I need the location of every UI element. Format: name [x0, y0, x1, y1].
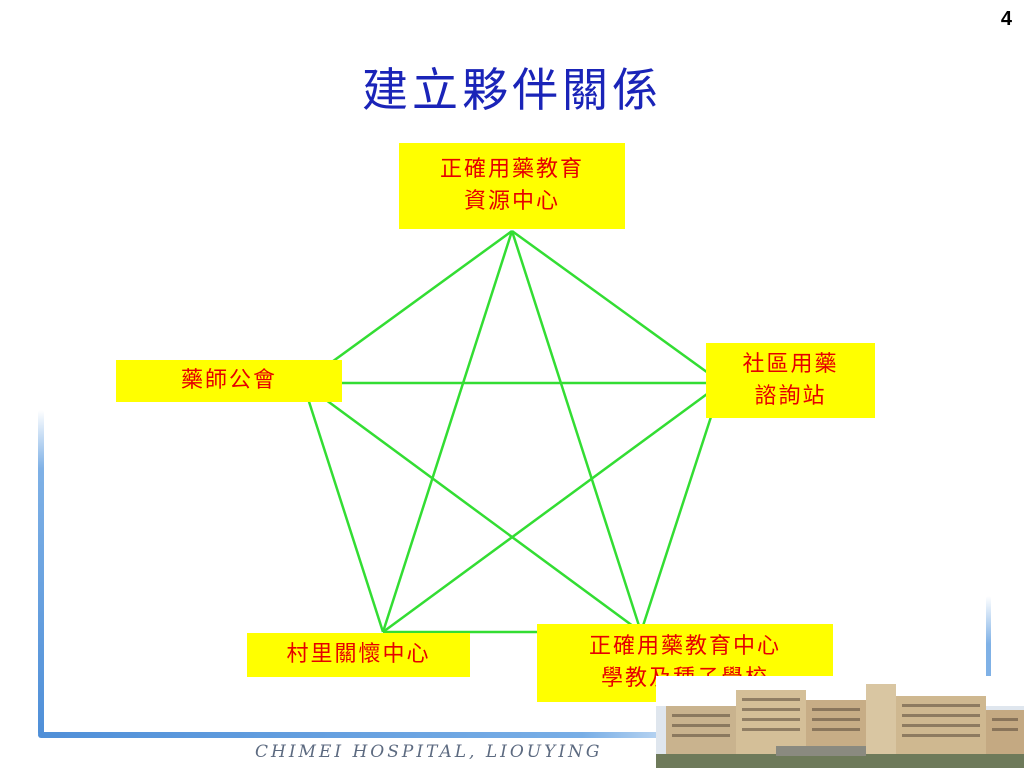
node-label-line: 資源中心 — [463, 189, 560, 214]
page-number: 4 — [1000, 8, 1012, 30]
node-pharmacist-association: 藥師公會 — [116, 360, 342, 402]
frame-left-border — [38, 410, 44, 736]
footer-hospital-name: CHIMEI HOSPITAL, LIOUYING — [255, 742, 603, 762]
node-label-line: 村里關懷中心 — [286, 642, 431, 667]
node-community-consultation-station: 社區用藥 諮詢站 — [706, 343, 875, 418]
frame-bottom-border — [38, 732, 718, 738]
frame-right-border — [986, 596, 991, 716]
connector-top-bottom_left — [381, 230, 514, 633]
node-label-line: 諮詢站 — [754, 383, 827, 409]
connector-top-right — [511, 229, 723, 385]
connector-right-bottom_right — [639, 382, 724, 633]
connector-bottom_left-left — [301, 382, 385, 633]
connector-top-bottom_right — [510, 230, 643, 633]
connector-bottom_right-left — [302, 381, 642, 634]
hospital-building-photo — [656, 676, 1024, 768]
node-label-line: 社區用藥 — [742, 351, 839, 377]
node-label-line: 藥師公會 — [180, 368, 277, 393]
connector-top-left — [302, 229, 513, 385]
slide-title: 建立夥伴關係 — [362, 63, 662, 117]
connector-right-bottom_left — [382, 381, 723, 634]
node-drug-education-resource-center: 正確用藥教育 資源中心 — [399, 143, 625, 229]
connector-lines — [301, 229, 724, 634]
node-village-care-center: 村里關懷中心 — [247, 633, 470, 677]
node-label-line: 正確用藥教育 — [439, 157, 584, 182]
node-label-line: 正確用藥教育中心 — [588, 634, 781, 659]
